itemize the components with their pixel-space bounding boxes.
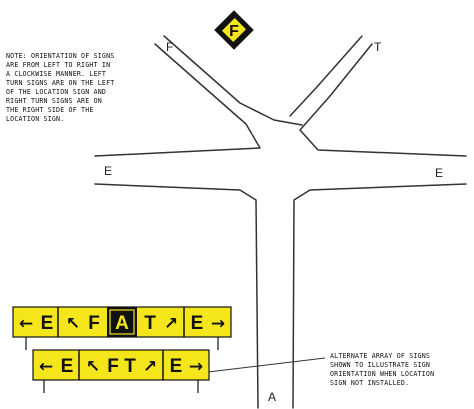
sign-e-right: E → bbox=[170, 356, 203, 377]
arrow-right-icon: → bbox=[189, 357, 203, 377]
arrow-left-icon: ← bbox=[19, 314, 33, 334]
taxiway-t-right-edge bbox=[299, 43, 467, 157]
location-sign-f bbox=[214, 10, 254, 50]
sign-letter: F bbox=[107, 356, 119, 377]
taxiway-edges bbox=[94, 35, 467, 409]
sign-letter: T bbox=[124, 356, 136, 377]
sign-array-alternate: ← E ↖ F T ↗ E → bbox=[32, 349, 210, 393]
sign-letter: T bbox=[144, 313, 156, 334]
taxiway-label-e-left: E bbox=[104, 164, 113, 178]
arrow-right-icon: → bbox=[211, 314, 225, 334]
sign-e-left: ← E bbox=[19, 313, 53, 334]
sign-t: T ↗ bbox=[144, 313, 178, 334]
location-sign-a-letter: A bbox=[115, 313, 129, 334]
taxiway-e-left-bottom-edge bbox=[94, 183, 259, 409]
sign-array-primary: ← E ↖ F A T ↗ E → bbox=[12, 306, 232, 350]
taxiway-e-right-bottom-edge bbox=[292, 183, 467, 409]
sign-f-t: ↖ F T ↗ bbox=[86, 356, 157, 377]
location-sign-f-letter: F bbox=[229, 23, 239, 40]
arrow-up-right-icon: ↗ bbox=[164, 314, 178, 334]
arrow-up-right-icon: ↗ bbox=[143, 357, 157, 377]
taxiway-label-a: A bbox=[268, 390, 277, 404]
taxiway-label-f: F bbox=[166, 40, 174, 54]
location-sign-a-border bbox=[109, 309, 135, 335]
taxiway-f-left-edge bbox=[94, 43, 261, 157]
alternate-note-leader bbox=[207, 357, 326, 373]
taxiway-label-e-right: E bbox=[435, 166, 444, 180]
sign-letter: E bbox=[170, 356, 183, 377]
alternate-array-note: ALTERNATE ARRAY OF SIGNS SHOWN TO ILLUST… bbox=[330, 352, 435, 387]
arrow-left-icon: ← bbox=[39, 357, 53, 377]
orientation-note: NOTE: ORIENTATION OF SIGNS ARE FROM LEFT… bbox=[6, 52, 115, 123]
sign-letter: E bbox=[191, 313, 204, 334]
taxiway-label-t: T bbox=[374, 40, 382, 54]
arrow-up-left-icon: ↖ bbox=[66, 314, 80, 334]
taxiway-f-right-edge bbox=[163, 35, 303, 126]
sign-letter: F bbox=[88, 313, 100, 334]
arrow-up-left-icon: ↖ bbox=[86, 357, 100, 377]
taxiway-t-left-edge bbox=[289, 35, 363, 117]
location-sign-a-background bbox=[107, 307, 137, 337]
sign-e-left: ← E bbox=[39, 356, 73, 377]
sign-letter: E bbox=[41, 313, 54, 334]
sign-letter: E bbox=[61, 356, 74, 377]
sign-f: ↖ F bbox=[66, 313, 100, 334]
sign-e-right: E → bbox=[191, 313, 225, 334]
sign-array-alternate-panel bbox=[32, 349, 210, 381]
